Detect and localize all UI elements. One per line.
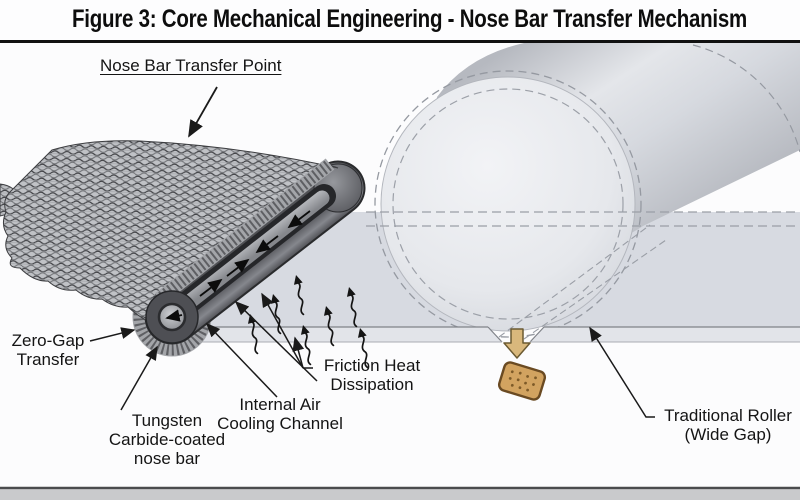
leader-arrow-icon [89, 86, 655, 418]
mesh-belt [0, 140, 339, 331]
bottom-crop-strip [0, 489, 800, 500]
roller-front-face [380, 76, 636, 332]
roller-far-cap-edge [692, 44, 800, 153]
falling-product-biscuit [497, 361, 547, 401]
figure-title: Figure 3: Core Mechanical Engineering - … [72, 5, 748, 33]
label-zero-gap-transfer: Zero-Gap Transfer [11, 331, 85, 370]
nose-bar [144, 160, 366, 345]
traditional-roller [366, 43, 800, 340]
airflow-arrow-icon [199, 210, 311, 297]
label-internal-air-cooling-channel: Internal Air Cooling Channel [217, 395, 343, 434]
nose-bar-front-face [145, 290, 199, 344]
label-tungsten-carbide-nose-bar: Tungsten Carbide-coated nose bar [108, 411, 226, 469]
label-nose-bar-transfer-point: Nose Bar Transfer Point [100, 56, 282, 75]
down-arrow-icon [503, 328, 531, 359]
label-traditional-roller-wide-gap: Traditional Roller (Wide Gap) [664, 406, 792, 445]
label-friction-heat-dissipation: Friction Heat Dissipation [323, 356, 421, 395]
band-front-edge [146, 326, 800, 343]
